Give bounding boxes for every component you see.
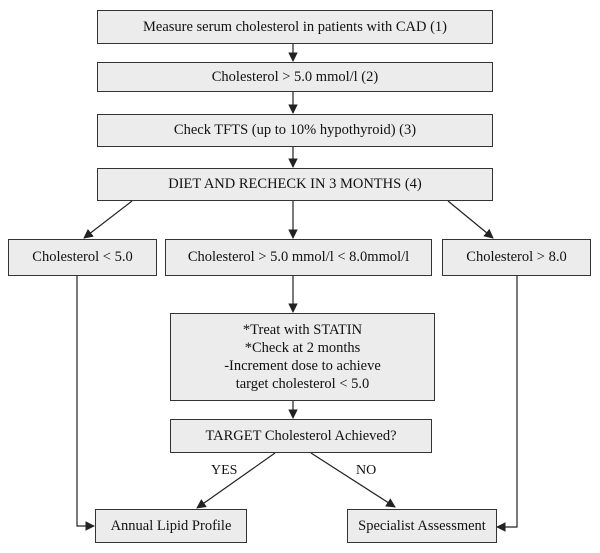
- statin-line-1: *Treat with STATIN: [242, 322, 363, 338]
- cholesterol-over-8-box: Cholesterol > 8.0: [442, 239, 591, 276]
- cholesterol-over-5-box: Cholesterol > 5.0 mmol/l (2): [97, 62, 493, 92]
- statin-line-2: *Check at 2 months: [244, 340, 361, 356]
- statin-line-4: target cholesterol < 5.0: [235, 376, 370, 392]
- annual-lipid-profile-box: Annual Lipid Profile: [95, 509, 247, 543]
- arrow-diet-to-over8: [447, 200, 494, 239]
- check-tfts-box: Check TFTS (up to 10% hypothyroid) (3): [97, 114, 493, 147]
- measure-box: Measure serum cholesterol in patients wi…: [97, 10, 493, 44]
- arrow-diet-to-under5: [83, 200, 133, 239]
- target-achieved-box: TARGET Cholesterol Achieved?: [170, 419, 432, 453]
- yes-label: YES: [211, 463, 238, 478]
- diet-recheck-box: DIET AND RECHECK IN 3 MONTHS (4): [97, 168, 493, 201]
- arrow-over8-to-specialist: [496, 276, 518, 532]
- cholesterol-under-5-box: Cholesterol < 5.0: [8, 239, 157, 276]
- arrow-under5-to-annual: [76, 276, 95, 531]
- cholesterol-between-box: Cholesterol > 5.0 mmol/l < 8.0mmol/l: [165, 239, 432, 276]
- statin-line-3: -Increment dose to achieve: [224, 358, 381, 374]
- statin-treatment-box: *Treat with STATIN *Check at 2 months -I…: [170, 313, 435, 401]
- arrow-target-to-specialist: [310, 452, 396, 508]
- specialist-assessment-box: Specialist Assessment: [347, 509, 497, 543]
- arrow-target-to-annual: [196, 452, 276, 509]
- no-label: NO: [356, 463, 377, 478]
